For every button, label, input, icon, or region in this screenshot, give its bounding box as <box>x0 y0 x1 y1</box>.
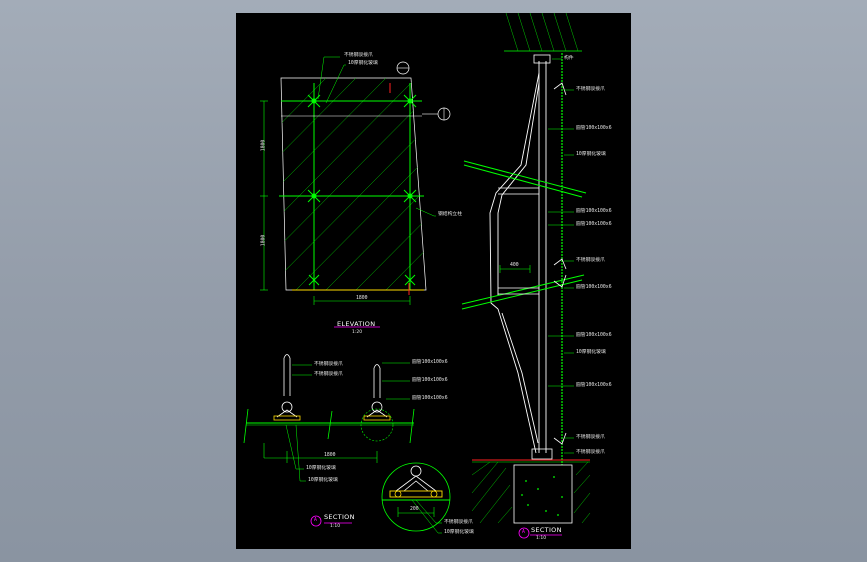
elevation-scale: 1:20 <box>352 330 363 335</box>
label-ls-4: 圆管100x100x6 <box>412 378 448 383</box>
label-ls-5: 圆管100x100x6 <box>412 396 448 401</box>
section-a-title: SECTION <box>324 513 355 521</box>
label-ls-1: 不锈钢驳接爪 <box>314 362 343 367</box>
label-rs-top: 构件 <box>564 56 574 61</box>
dim-rs-off: 400 <box>510 263 519 268</box>
label-rs-5: 圆管100x100x6 <box>576 222 612 227</box>
label-rs-2: 圆管100x100x6 <box>576 126 612 131</box>
label-det-2: 10厚钢化玻璃 <box>444 530 474 535</box>
drawing-sheet: 不锈钢驳接爪 10厚钢化玻璃 钢结构立柱 1800 1800 1800 ELEV… <box>236 13 631 549</box>
label-rs-1: 不锈钢驳接爪 <box>576 87 605 92</box>
label-rs-8: 10厚钢化玻璃 <box>576 350 606 355</box>
dim-el-w: 1800 <box>356 296 368 301</box>
label-ls-7: 10厚钢化玻璃 <box>308 478 338 483</box>
plan-section-view <box>243 354 451 534</box>
dim-det-w: 200 <box>410 507 419 512</box>
section-b-title: SECTION <box>531 526 562 534</box>
label-el-top2: 10厚钢化玻璃 <box>348 61 378 66</box>
label-ls-6: 10厚钢化玻璃 <box>306 466 336 471</box>
label-rs-extra: 圆管100x100x6 <box>576 383 612 388</box>
spider-fittings <box>307 94 417 286</box>
section-marker-a: A <box>314 518 317 523</box>
label-el-top1: 不锈钢驳接爪 <box>344 53 373 58</box>
label-det-1: 不锈钢驳接爪 <box>444 520 473 525</box>
dim-el-h1: 1800 <box>261 139 267 152</box>
label-rs-3: 10厚钢化玻璃 <box>576 152 606 157</box>
label-ls-2: 不锈钢驳接爪 <box>314 372 343 377</box>
label-rs-7: 圆管100x100x6 <box>576 285 612 290</box>
glass-panel-outline <box>280 77 427 291</box>
elevation-title: ELEVATION <box>337 320 376 328</box>
label-ls-3: 圆管100x100x6 <box>412 360 448 365</box>
section-b-scale: 1:10 <box>536 536 547 541</box>
section-a-scale: 1:10 <box>330 524 341 529</box>
elevation-view <box>260 56 451 328</box>
dim-el-h2: 1800 <box>261 234 267 247</box>
dim-sec-w: 1800 <box>324 453 336 458</box>
glass-hatch <box>281 78 426 290</box>
cad-drawing <box>243 13 591 539</box>
label-rs-11: 不锈钢驳接爪 <box>576 450 605 455</box>
label-rs-10: 不锈钢驳接爪 <box>576 435 605 440</box>
label-el-right: 钢结构立柱 <box>438 212 462 217</box>
label-rs-4: 圆管100x100x6 <box>576 209 612 214</box>
label-rs-6: 不锈钢驳接爪 <box>576 258 605 263</box>
vertical-section-view <box>461 13 591 539</box>
label-rs-9: 圆管100x100x6 <box>576 333 612 338</box>
section-marker-b: A <box>522 530 525 535</box>
